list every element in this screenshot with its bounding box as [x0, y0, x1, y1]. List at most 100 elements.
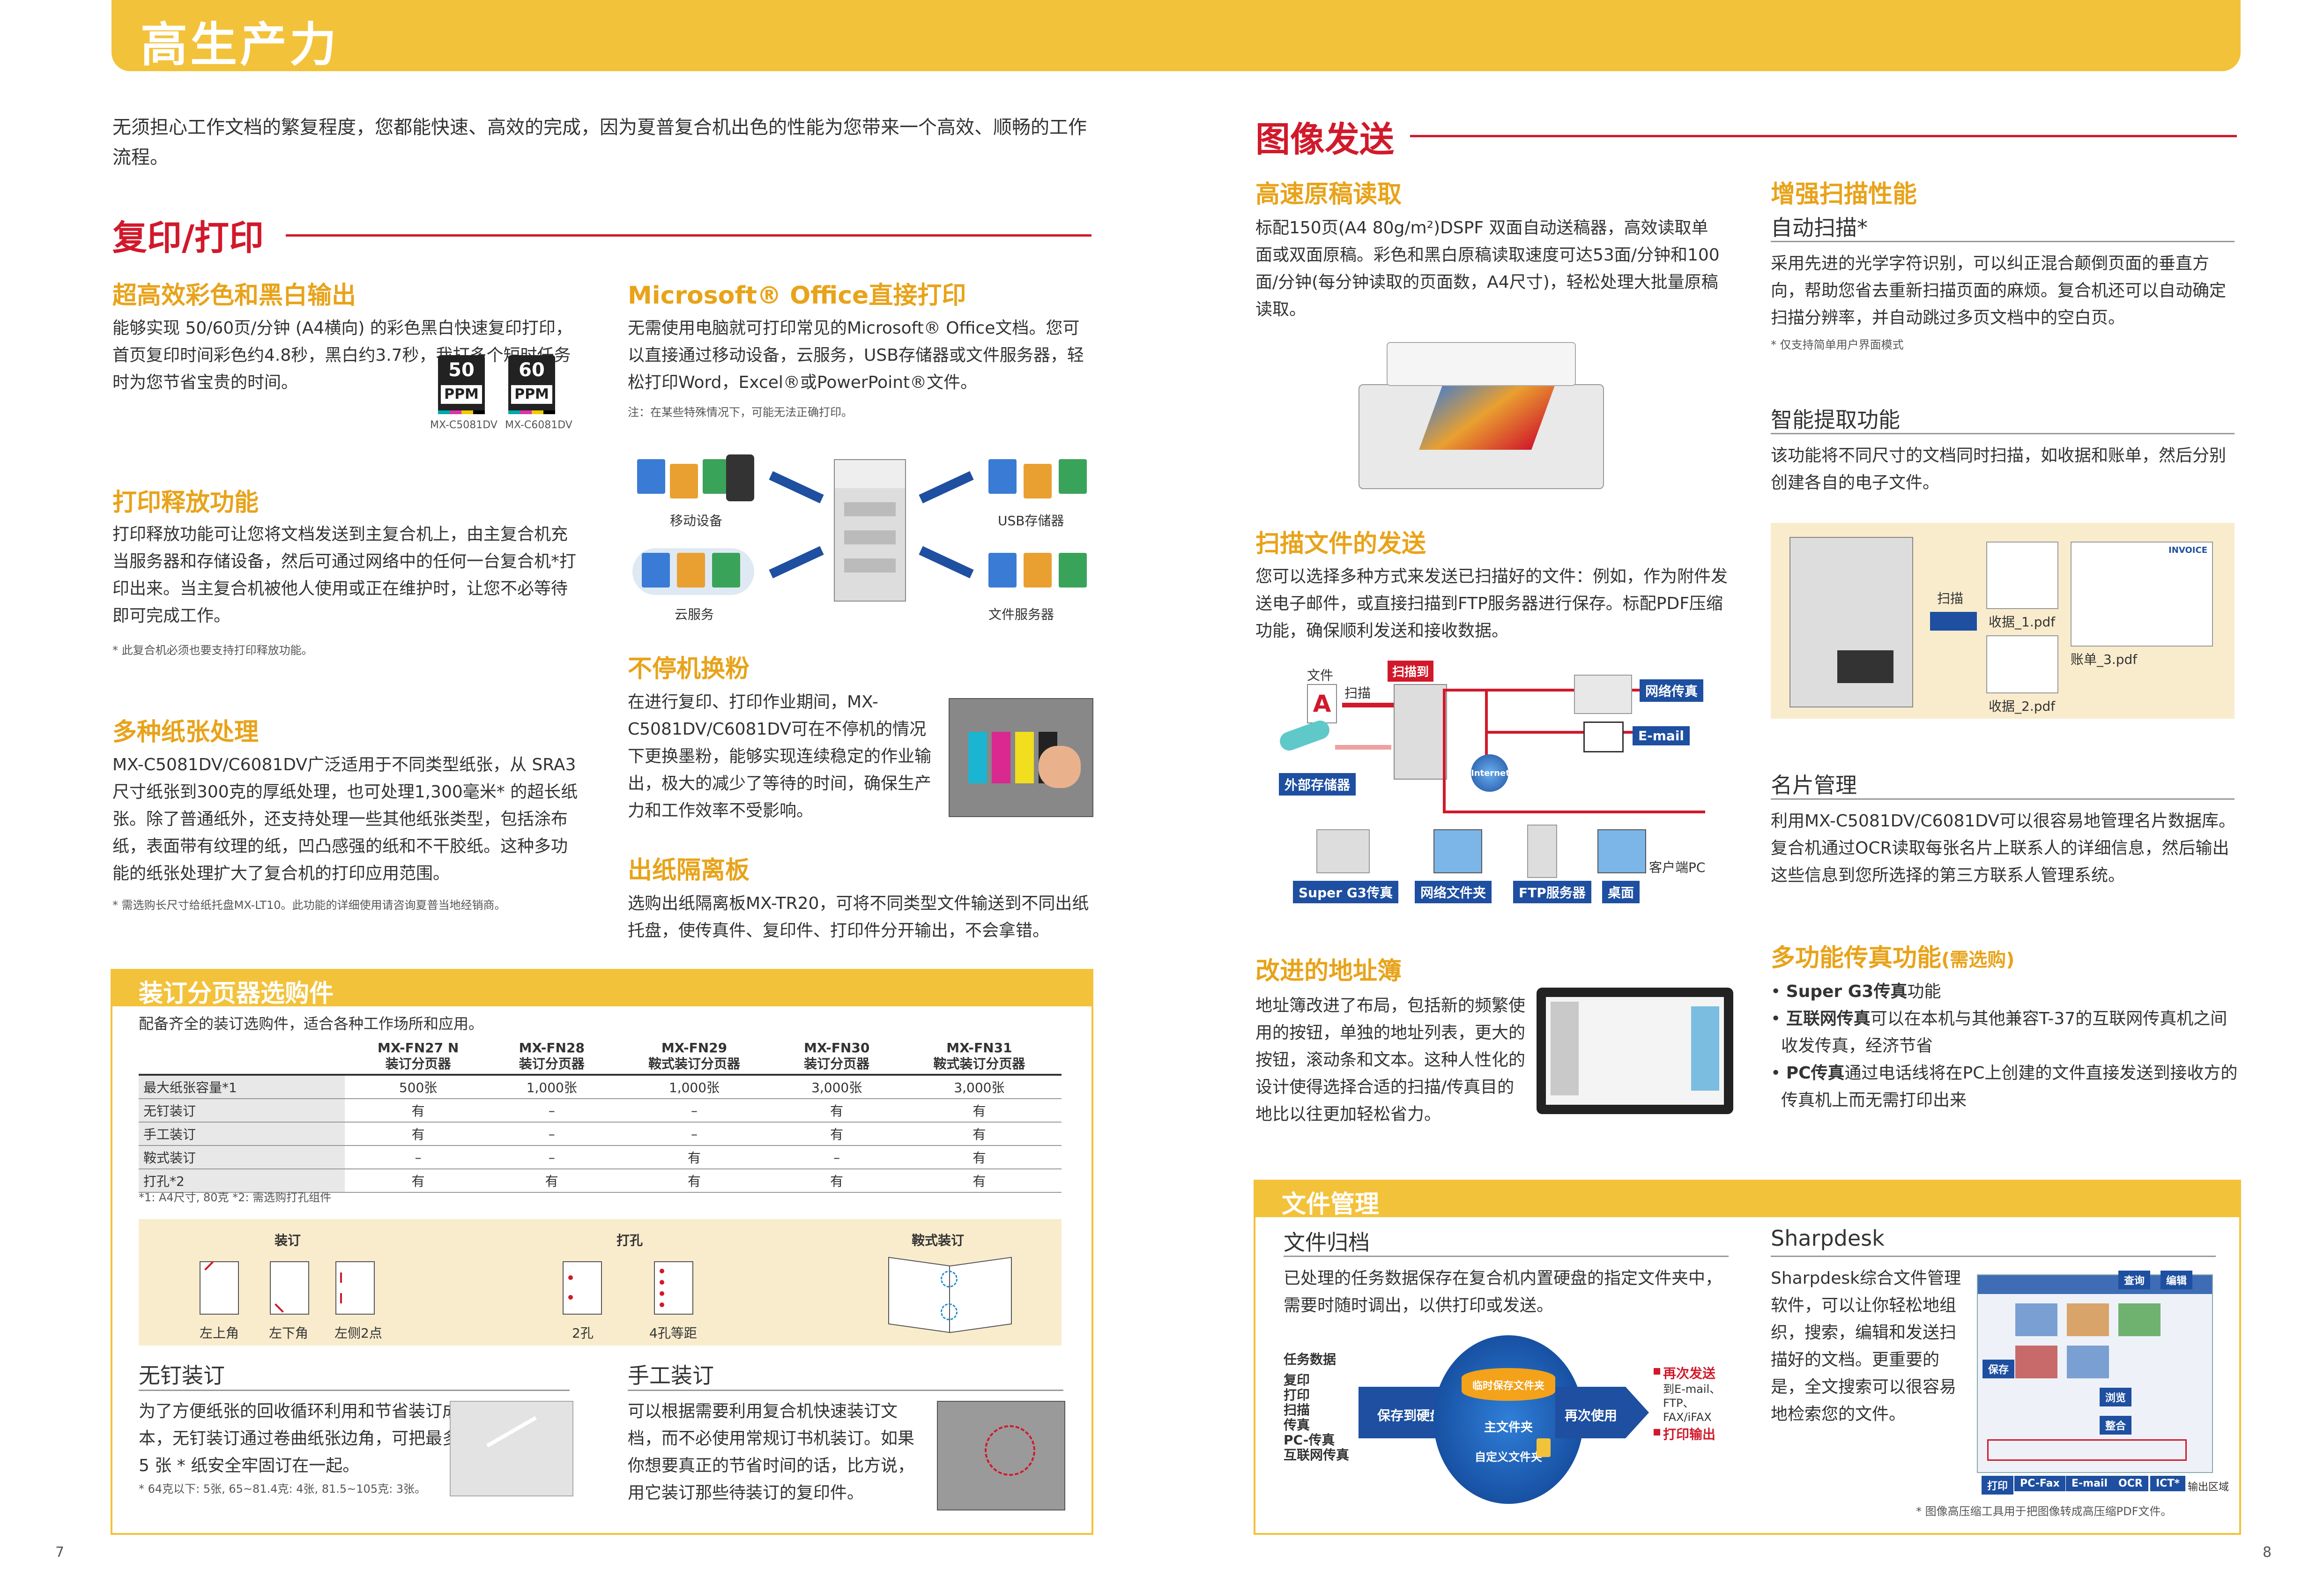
table-footnote: *1: A4尺寸, 80克 *2: 需选购打孔组件 — [139, 1191, 332, 1204]
title-rule — [286, 234, 1091, 237]
label-left-2: 左侧2点 — [334, 1325, 382, 1341]
toner-photo — [949, 698, 1093, 817]
archive-rule — [1284, 1256, 1729, 1257]
punch-4-holes — [654, 1261, 693, 1315]
invoice-label: INVOICE — [2168, 545, 2207, 555]
mfp-image — [1789, 537, 1913, 707]
scan-send-diagram: 文件 A 扫描 扫描到 外部存储器 网络传真 E-mail Internet 客… — [1265, 661, 1733, 904]
out-email: E-mail — [2066, 1476, 2114, 1491]
usb-files — [979, 454, 1096, 506]
stapleless-photo — [450, 1401, 573, 1496]
email-icon — [1583, 722, 1624, 752]
diagram-punch-label: 打孔 — [616, 1233, 643, 1248]
manual-rule — [628, 1390, 1063, 1391]
manual-photo — [937, 1401, 1065, 1510]
separator-heading: 出纸隔离板 — [628, 856, 750, 885]
card-mgmt-rule — [1771, 798, 2235, 800]
invoice-doc: INVOICE — [2071, 542, 2213, 647]
email-tag: E-mail — [1633, 726, 1690, 745]
task-data-label: 任务数据 — [1284, 1352, 1336, 1367]
arrow-mobile — [769, 471, 824, 504]
page-title: 高生产力 — [141, 17, 339, 72]
scanner-photo — [1359, 328, 1604, 489]
fast-read-text: 标配150页(A4 80g/m²)DSPF 双面自动送稿器，高效读取单面或双面原… — [1255, 218, 1720, 319]
ppm-model-2: MX-C6081DV — [505, 419, 572, 431]
office-note: 注：在某些特殊情况下，可能无法正确打印。 — [628, 406, 853, 419]
archive-text: 已处理的任务数据保存在复合机内置硬盘的指定文件夹中，需要时随时调出，以供打印或发… — [1284, 1269, 1723, 1315]
label-2-holes: 2孔 — [572, 1325, 594, 1341]
label-file: 文件 — [1307, 668, 1334, 683]
arrow-usb — [919, 471, 974, 504]
label-top-left: 左上角 — [200, 1325, 239, 1341]
tag-browse: 浏览 — [2100, 1388, 2132, 1406]
ftp-server-icon — [1527, 825, 1557, 878]
temp-folder-label: 临时保存文件夹 — [1472, 1380, 1544, 1392]
fax-icon — [1574, 675, 1632, 714]
network-folder-icon — [1433, 829, 1482, 873]
address-screen — [1537, 988, 1733, 1114]
mfp-icon — [1394, 684, 1447, 780]
page-number-right: 8 — [2263, 1544, 2272, 1561]
red-bus-email — [1485, 731, 1640, 734]
fax-list: • Super G3传真功能 • 互联网传真可以在本机与其他兼容T-37的互联网… — [1771, 978, 2239, 1114]
stapleless-rule — [139, 1390, 570, 1391]
stapleless-text: 为了方便纸张的回收循环利用和节省装订成本，无钉装订通过卷曲纸张边角，可把最多 5… — [139, 1402, 460, 1475]
release-text: 打印释放功能可让您将文档发送到主复合机上，由主复合机充当服务器和存储设备，然后可… — [112, 525, 577, 625]
nonstop-heading: 不停机换粉 — [628, 655, 750, 683]
desktop-icon — [1597, 829, 1646, 873]
enhanced-scan-heading: 增强扫描性能 — [1771, 180, 1917, 208]
diagram-saddle-label: 鞍式装订 — [912, 1233, 965, 1248]
label-server: 文件服务器 — [988, 607, 1054, 622]
ppm-model-1: MX-C5081DV — [430, 419, 497, 431]
main-folder-label: 主文件夹 — [1484, 1421, 1533, 1435]
scan-send-text: 您可以选择多种方式来发送已扫描好的文件：例如，作为附件发送电子邮件，或直接扫描到… — [1255, 567, 1728, 640]
mfp-image — [834, 459, 906, 602]
saddle-booklet — [888, 1252, 1012, 1333]
paper-heading: 多种纸张处理 — [112, 718, 259, 746]
section-title-image-send: 图像发送 — [1255, 119, 1394, 160]
scan-arrow — [1342, 703, 1394, 707]
globe-icon — [1471, 754, 1508, 792]
client-pc-label: 客户端PC — [1649, 860, 1706, 875]
red-bus-bottom — [1443, 811, 1705, 813]
fax-heading: 多功能传真功能(需选购) — [1771, 944, 2015, 972]
card-mgmt-heading: 名片管理 — [1771, 773, 1857, 798]
resend-label: 再次发送 — [1663, 1366, 1716, 1381]
custom-folder-label: 自定义文件夹 — [1475, 1451, 1542, 1464]
out-ocr: OCR — [2113, 1476, 2148, 1491]
dest-ftp: FTP服务器 — [1513, 881, 1591, 903]
list-item: • Super G3传真功能 — [1771, 982, 1941, 1001]
smart-extract-text: 该功能将不同尺寸的文档同时扫描，如收据和账单，然后分别创建各自的电子文件。 — [1771, 446, 2227, 492]
release-heading: 打印释放功能 — [112, 489, 259, 517]
arrow-server — [919, 546, 974, 579]
label-bottom-left: 左下角 — [269, 1325, 309, 1341]
scan-arrow — [1930, 612, 1977, 631]
reprint-bullet — [1654, 1429, 1660, 1436]
save-label: 保存到硬盘 — [1377, 1408, 1443, 1423]
archive-heading: 文件归档 — [1284, 1230, 1370, 1255]
title-rule — [1410, 135, 2237, 137]
usb-icon — [1277, 718, 1332, 753]
sharpdesk-rule — [1771, 1256, 2216, 1257]
manual-heading: 手工装订 — [628, 1363, 714, 1388]
tag-search: 查询 — [2118, 1271, 2151, 1289]
diagram-staple-label: 装订 — [275, 1233, 301, 1248]
table-row: 无钉装订有––有有 — [139, 1099, 1062, 1123]
output-area-label: 输出区域 — [2188, 1481, 2229, 1493]
label-mobile: 移动设备 — [670, 513, 723, 528]
red-bus-top — [1443, 689, 1640, 692]
sharpdesk-screenshot: 查询 编辑 保存 浏览 整合 — [1977, 1271, 2213, 1473]
resend-bullet — [1654, 1368, 1660, 1375]
tag-merge: 整合 — [2100, 1416, 2132, 1435]
auto-scan-text: 采用先进的光学字符识别，可以纠正混合颠倒页面的垂直方向，帮助您省去重新扫描页面的… — [1771, 254, 2227, 327]
table-row: 手工装订有––有有 — [139, 1122, 1062, 1146]
staple-left-2 — [335, 1261, 375, 1315]
red-bus-mid — [1485, 689, 1488, 764]
card-mgmt-text: 利用MX-C5081DV/C6081DV可以很容易地管理名片数据库。复合机通过O… — [1771, 811, 2235, 885]
